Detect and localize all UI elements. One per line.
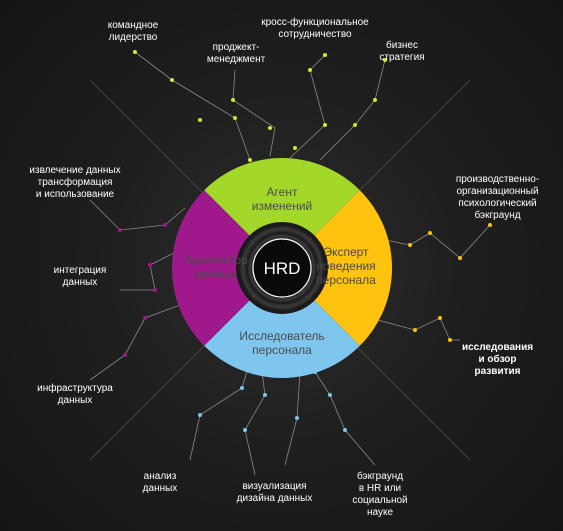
segment-top-line1: Агент bbox=[267, 185, 298, 199]
segment-bottom-line2: персонала bbox=[252, 343, 312, 357]
label-data-analysis: анализ данных bbox=[142, 471, 178, 494]
center-rings bbox=[236, 222, 328, 314]
segment-left-line2: данных bbox=[195, 267, 237, 281]
label-team-leadership: командное лидерство bbox=[107, 20, 159, 43]
segment-left-line1: Архитектор bbox=[184, 253, 248, 267]
label-project-management: проджект- менеджмент bbox=[206, 42, 266, 65]
label-org-psych: производственно- организационный психоло… bbox=[455, 174, 540, 221]
segment-right-line2: поведения bbox=[316, 259, 375, 273]
label-data-extraction: извлечение данных трансформация и исполь… bbox=[29, 165, 121, 200]
segment-right-line3: персонала bbox=[316, 273, 376, 287]
segment-behavior-expert[interactable] bbox=[313, 190, 393, 346]
segment-top-line2: изменений bbox=[252, 199, 312, 213]
label-cross-functional: кросс-функциональное сотрудничество bbox=[261, 17, 369, 40]
segment-change-agent[interactable] bbox=[204, 157, 360, 237]
label-business-strategy: бизнес стратегия bbox=[379, 40, 425, 63]
center-label: HRD bbox=[264, 259, 301, 278]
label-research-review: исследования и обзор развития bbox=[461, 342, 534, 377]
segment-bottom-line1: Исследователь bbox=[239, 329, 324, 343]
center-circle[interactable] bbox=[252, 238, 312, 298]
segment-right-line1: Эксперт bbox=[323, 245, 369, 259]
label-data-visualization: визуализация дизайна данных bbox=[236, 481, 313, 504]
segment-personnel-researcher[interactable] bbox=[204, 299, 360, 379]
label-hr-background: бэкграунд в HR или социальной науке bbox=[352, 471, 408, 518]
label-data-infrastructure: инфраструктура данных bbox=[37, 383, 113, 406]
label-data-integration: интеграция данных bbox=[53, 265, 107, 288]
segment-data-architect[interactable] bbox=[171, 190, 251, 346]
